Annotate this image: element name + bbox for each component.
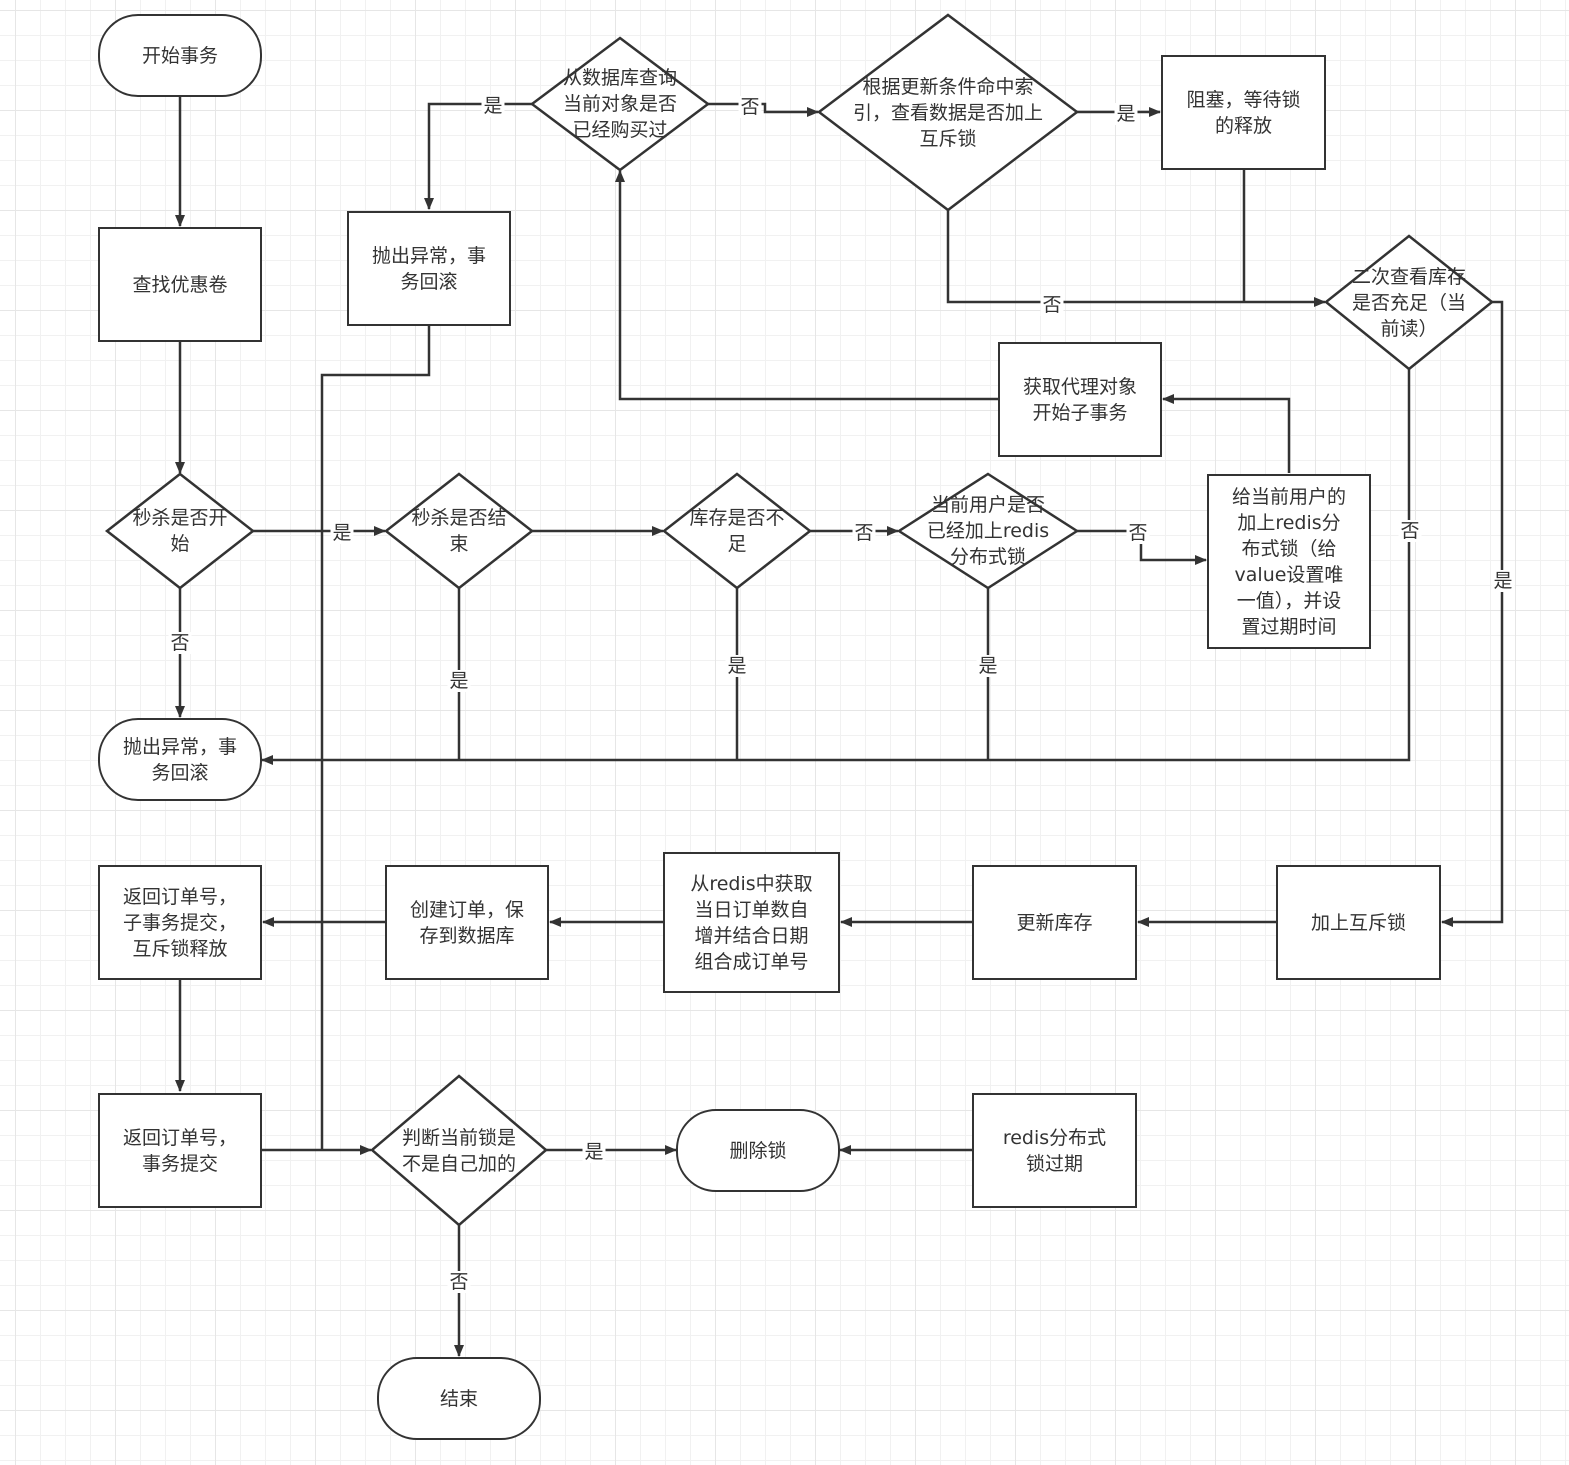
- edge-label-bought-no: 否: [738, 96, 762, 118]
- edge-userlock-no: [1077, 529, 1207, 565]
- create-order-label: 创建订单，保 存到数据库: [409, 898, 524, 947]
- already-bought-decision: 从数据库查询 当前对象是否 已经购买过: [532, 38, 708, 170]
- user-has-redis-lock-label: 当前用户是否 已经加上redis 分布式锁: [926, 494, 1050, 568]
- edge-label-stock-no: 否: [852, 522, 876, 544]
- return-sub-commit-box: 返回订单号， 子事务提交， 互斥锁释放: [98, 865, 262, 980]
- get-proxy-label: 获取代理对象 开始子事务: [1022, 375, 1137, 424]
- edge-label-recheck-yes: 是: [1491, 570, 1515, 592]
- update-stock-label: 更新库存: [1016, 911, 1093, 934]
- delete-lock-terminator: 删除锁: [676, 1109, 840, 1192]
- throw-rollback-label: 抛出异常，事 务回滚: [122, 735, 237, 784]
- throw-rollback-terminator: 抛出异常，事 务回滚: [98, 718, 262, 801]
- block-wait-label: 阻塞，等待锁 的释放: [1186, 88, 1301, 137]
- edge-recheck-yes: [1441, 300, 1504, 927]
- user-has-redis-lock-decision: 当前用户是否 已经加上redis 分布式锁: [899, 474, 1077, 588]
- is-own-lock-decision: 判断当前锁是 不是自己加的: [372, 1076, 546, 1225]
- add-mutex-label: 加上互斥锁: [1310, 911, 1406, 934]
- throw-rollback-sub-label: 抛出异常，事 务回滚: [371, 244, 486, 293]
- edge-index-no: [946, 210, 1326, 307]
- edge-label-userlock-yes: 是: [976, 655, 1000, 677]
- start-label: 开始事务: [141, 44, 218, 67]
- edge-subrollback-ownlock: [320, 326, 431, 1150]
- edge-recheck-no: [261, 369, 1411, 765]
- end-terminator: 结束: [377, 1357, 541, 1440]
- find-coupon-label: 查找优惠卷: [132, 273, 228, 296]
- throw-rollback-sub-box: 抛出异常，事 务回滚: [347, 211, 511, 326]
- delete-lock-label: 删除锁: [729, 1139, 787, 1162]
- end-label: 结束: [439, 1387, 478, 1410]
- index-locked-decision: 根据更新条件命中索 引，查看数据是否加上 互斥锁: [819, 15, 1077, 210]
- seckill-started-decision: 秒杀是否开 始: [107, 474, 253, 588]
- recheck-stock-decision: 二次查看库存 是否充足（当 前读）: [1326, 236, 1492, 369]
- stock-insufficient-label: 库存是否不 足: [689, 507, 785, 555]
- edge-bought-yes: [424, 102, 532, 210]
- stock-insufficient-decision: 库存是否不 足: [664, 474, 810, 588]
- create-order-box: 创建订单，保 存到数据库: [385, 865, 549, 980]
- add-redis-lock-box: 给当前用户的 加上redis分 布式锁（给 value设置唯 一值），并设 置过…: [1207, 474, 1371, 649]
- return-commit-label: 返回订单号， 事务提交: [122, 1126, 237, 1175]
- return-commit-box: 返回订单号， 事务提交: [98, 1093, 262, 1208]
- is-own-lock-label: 判断当前锁是 不是自己加的: [401, 1126, 516, 1175]
- get-proxy-box: 获取代理对象 开始子事务: [998, 342, 1162, 457]
- recheck-stock-label: 二次查看库存 是否充足（当 前读）: [1351, 265, 1466, 340]
- edge-label-bought-yes: 是: [481, 95, 505, 117]
- edge-addlock-proxy: [1162, 394, 1291, 473]
- update-stock-box: 更新库存: [972, 865, 1137, 980]
- block-wait-box: 阻塞，等待锁 的释放: [1161, 55, 1326, 170]
- edge-proxy-bought: [615, 170, 998, 401]
- edge-label-index-yes: 是: [1114, 103, 1138, 125]
- index-locked-label: 根据更新条件命中索 引，查看数据是否加上 互斥锁: [852, 75, 1043, 150]
- seckill-ended-decision: 秒杀是否结 束: [386, 474, 532, 588]
- edge-label-ownlock-no: 否: [447, 1271, 471, 1293]
- add-mutex-box: 加上互斥锁: [1276, 865, 1441, 980]
- add-redis-lock-label: 给当前用户的 加上redis分 布式锁（给 value设置唯 一值），并设 置过…: [1231, 485, 1346, 638]
- redis-lock-expire-label: redis分布式 锁过期: [1002, 1126, 1107, 1175]
- edge-label-stock-yes: 是: [725, 655, 749, 677]
- edge-label-ended-yes: 是: [447, 670, 471, 692]
- gen-order-no-label: 从redis中获取 当日订单数自 增并结合日期 组合成订单号: [690, 872, 813, 973]
- edge-label-seckill-no: 否: [168, 632, 192, 654]
- edge-label-recheck-no: 否: [1398, 520, 1422, 542]
- find-coupon-box: 查找优惠卷: [98, 227, 262, 342]
- return-sub-commit-label: 返回订单号， 子事务提交， 互斥锁释放: [122, 885, 237, 960]
- start-terminator: 开始事务: [98, 14, 262, 97]
- seckill-ended-label: 秒杀是否结 束: [411, 507, 507, 555]
- seckill-started-label: 秒杀是否开 始: [132, 507, 228, 555]
- edge-label-seckill-yes: 是: [330, 522, 354, 544]
- gen-order-no-box: 从redis中获取 当日订单数自 增并结合日期 组合成订单号: [663, 852, 840, 993]
- already-bought-label: 从数据库查询 当前对象是否 已经购买过: [562, 67, 677, 141]
- edge-label-ownlock-yes: 是: [582, 1141, 606, 1163]
- redis-lock-expire-box: redis分布式 锁过期: [972, 1093, 1137, 1208]
- edge-bought-no: [708, 102, 819, 117]
- edge-label-index-no: 否: [1040, 294, 1064, 316]
- edge-label-userlock-no: 否: [1126, 522, 1150, 544]
